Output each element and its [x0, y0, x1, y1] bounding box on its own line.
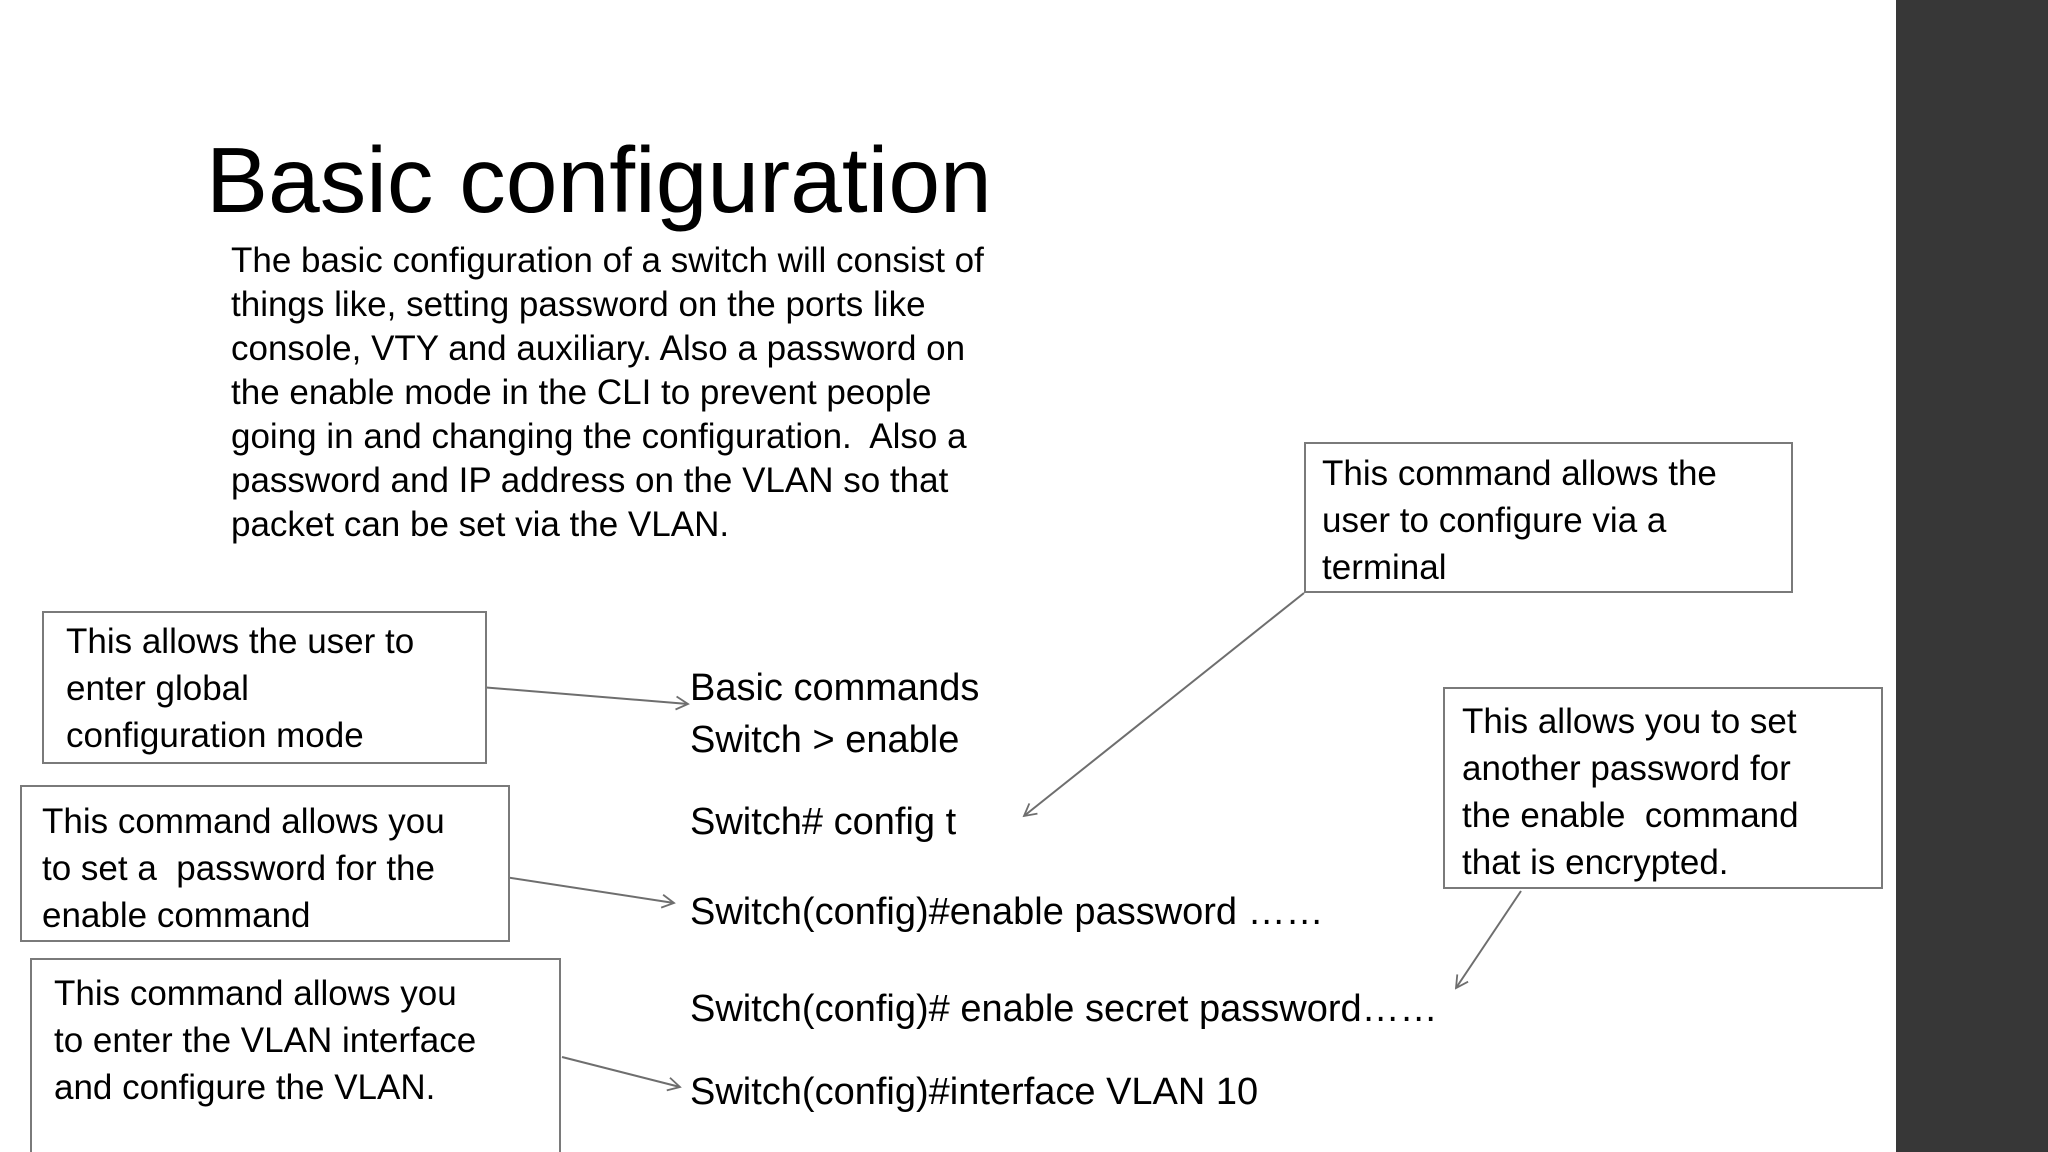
body-line: The basic configuration of a switch will…	[231, 241, 984, 280]
letterbox-panel	[1896, 0, 2048, 1152]
command-config-t: Switch# config t	[690, 801, 957, 843]
command-interface-vlan-10: Switch(config)#interface VLAN 10	[690, 1071, 1259, 1113]
callout-line: terminal	[1322, 548, 1447, 587]
body-line: packet can be set via the VLAN.	[231, 505, 730, 544]
command-enable-password: Switch(config)#enable password ……	[690, 891, 1324, 933]
body-line: console, VTY and auxiliary. Also a passw…	[231, 329, 966, 368]
arrow-enable-password	[504, 876, 676, 909]
body-paragraph: The basic configuration of a switch will…	[231, 239, 984, 547]
arrow-terminal-to-config-t	[1022, 592, 1305, 818]
callout-line: that is encrypted.	[1462, 843, 1729, 882]
body-line: things like, setting password on the por…	[231, 285, 926, 324]
body-line: the enable mode in the CLI to prevent pe…	[231, 373, 932, 412]
command-enable-secret: Switch(config)# enable secret password……	[690, 988, 1438, 1030]
callout-line: This command allows you	[54, 974, 457, 1013]
callout-line: enter global	[66, 669, 249, 708]
command-switch-enable: Switch > enable	[690, 719, 960, 761]
page-title: Basic configuration	[206, 128, 992, 232]
callout-line: This allows you to set	[1462, 702, 1797, 741]
callout-line: user to configure via a	[1322, 501, 1667, 540]
callout-line: the enable command	[1462, 796, 1799, 835]
command-basic-commands-label: Basic commands	[690, 667, 980, 709]
body-line: going in and changing the configuration.…	[231, 417, 967, 456]
arrow-global-config-to-enable	[479, 686, 690, 711]
callout-line: to enter the VLAN interface	[54, 1021, 477, 1060]
callout-line: another password for	[1462, 749, 1791, 788]
callout-line: to set a password for the	[42, 849, 435, 888]
arrow-vlan-interface	[561, 1056, 682, 1092]
callout-line: enable command	[42, 896, 311, 935]
callout-line: This command allows you	[42, 802, 445, 841]
callout-enable-secret: This allows you to set another password …	[1443, 687, 1883, 889]
callout-vlan-interface: This command allows you to enter the VLA…	[30, 958, 561, 1152]
callout-global-config: This allows the user to enter global con…	[42, 611, 487, 764]
callout-line: This allows the user to	[66, 622, 415, 661]
callout-enable-password: This command allows you to set a passwor…	[20, 785, 510, 942]
body-line: password and IP address on the VLAN so t…	[231, 461, 949, 500]
arrow-enable-secret	[1454, 890, 1522, 990]
callout-line: This command allows the	[1322, 454, 1717, 493]
callout-line: and configure the VLAN.	[54, 1068, 436, 1107]
callout-line: configuration mode	[66, 716, 364, 755]
callout-terminal: This command allows the user to configur…	[1304, 442, 1793, 593]
